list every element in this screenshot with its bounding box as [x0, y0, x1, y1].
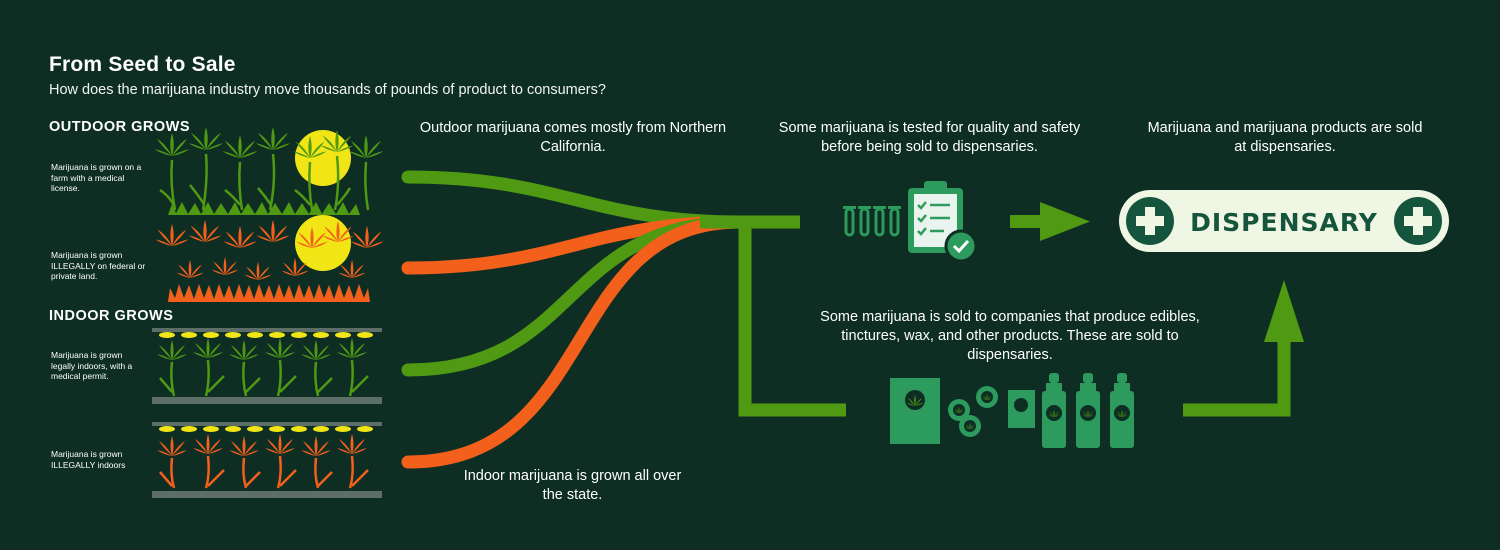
clipboard-check-icon: [908, 181, 978, 263]
grow-lights: [159, 426, 373, 432]
outdoor-illegal-grow: [155, 215, 384, 302]
caption-products: Some marijuana is sold to companies that…: [820, 309, 1200, 363]
indoor-grows-label: INDOOR GROWS: [49, 308, 174, 324]
caption-dispensary: Marijuana and marijuana products are sol…: [1147, 120, 1423, 155]
indoor-illegal-text: Marijuana is grown ILLEGALLY indoors: [51, 449, 126, 470]
arrow-products-to-dispensary: [1183, 280, 1304, 417]
page-subtitle: How does the marijuana industry move tho…: [49, 82, 606, 98]
indoor-illegal-grow: [152, 422, 382, 498]
caption-indoor-source: Indoor marijuana is grown all over the s…: [463, 468, 682, 503]
leaf-icon-group: [157, 434, 367, 456]
flow-line-to-products: [738, 222, 846, 417]
flow-line-outdoor-legal: [401, 170, 747, 229]
undergrowth: [168, 284, 370, 302]
plant-stems: [159, 153, 370, 211]
outdoor-legal-text: Marijuana is grown on a farm with a medi…: [51, 162, 142, 193]
grass: [168, 202, 360, 215]
dispensary-label: DISPENSARY: [1190, 208, 1378, 237]
outdoor-illegal-text: Marijuana is grown ILLEGALLY on federal …: [51, 250, 146, 281]
gummies: [948, 386, 998, 437]
grow-tray: [152, 397, 382, 404]
dispensary-badge: DISPENSARY: [1119, 190, 1449, 252]
test-tubes-icon: [843, 206, 901, 237]
grow-light-bar: [152, 328, 382, 332]
outdoor-grows-label: OUTDOOR GROWS: [49, 119, 191, 135]
sun-icon: [295, 130, 351, 186]
flow-lines: [401, 170, 846, 469]
caption-outdoor-source: Outdoor marijuana comes mostly from Nort…: [419, 120, 727, 155]
grow-tray: [152, 491, 382, 498]
page-title: From Seed to Sale: [49, 53, 236, 76]
product-box: [890, 378, 940, 444]
tincture-bottles: [1042, 373, 1134, 448]
grow-light-bar: [152, 422, 382, 426]
outdoor-legal-grow: [154, 127, 384, 215]
product-bottles-icon: [890, 373, 1134, 448]
grow-lights: [159, 332, 373, 338]
arrow-to-dispensary: [1010, 202, 1090, 241]
leaf-icon-group: [157, 338, 367, 360]
caption-testing: Some marijuana is tested for quality and…: [778, 120, 1081, 155]
flow-line-indoor-illegal: [401, 215, 747, 469]
indoor-legal-text: Marijuana is grown legally indoors, with…: [51, 350, 133, 381]
indoor-legal-grow: [152, 328, 382, 404]
